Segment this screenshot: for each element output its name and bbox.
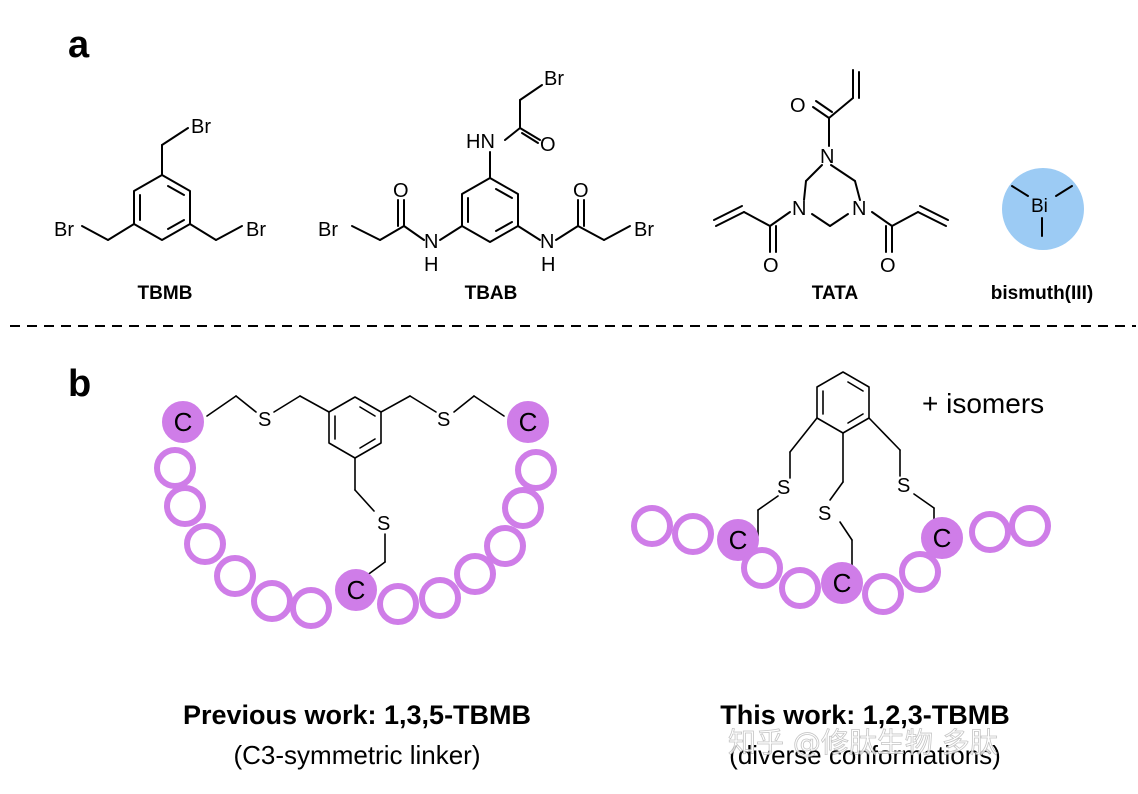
atom-o: O (880, 255, 896, 277)
atom-s: S (377, 513, 390, 535)
atom-br: Br (634, 219, 654, 241)
compound-name-tbmb: TBMB (138, 283, 193, 304)
atom-s: S (258, 409, 271, 431)
panel-b-label: b (68, 363, 91, 405)
atom-s: S (818, 503, 831, 525)
cysteine-residue (335, 569, 377, 611)
amino-acid-residue (419, 577, 461, 619)
amino-acid-residue (184, 523, 226, 565)
atom-h: H (424, 254, 438, 276)
atom-o: O (763, 255, 779, 277)
atom-br: Br (191, 116, 211, 138)
atom-o: O (790, 95, 806, 117)
atom-br: Br (246, 219, 266, 241)
cysteine-label: C (174, 407, 193, 437)
atom-hn: HN (466, 131, 495, 153)
cysteine-label: C (347, 575, 366, 605)
left-caption-title: Previous work: 1,3,5-TBMB (183, 700, 531, 730)
atom-n: N (792, 198, 806, 220)
right-linker-123-tbmb: S S S (757, 371, 935, 567)
right-caption-title: This work: 1,2,3-TBMB (720, 700, 1010, 730)
amino-acid-residue (377, 583, 419, 625)
atom-h: H (541, 254, 555, 276)
amino-acid-residue (779, 567, 821, 609)
atom-s: S (777, 477, 790, 499)
cysteine-residue (507, 401, 549, 443)
atom-br: Br (54, 219, 74, 241)
left-linker-135-tbmb: S S S (206, 395, 505, 577)
amino-acid-residue (214, 555, 256, 597)
amino-acid-residue (631, 505, 673, 547)
tbab-structure: HN O Br N H O Br N H O Br (318, 68, 654, 276)
tata-structure: N N N O O O (713, 69, 949, 277)
right-caption-subtitle: (diverse conformations) (729, 740, 1001, 770)
amino-acid-residue (154, 447, 196, 489)
cysteine-label: C (519, 407, 538, 437)
atom-bi: Bi (1031, 196, 1048, 217)
amino-acid-residue (899, 551, 941, 593)
atom-o: O (393, 180, 409, 202)
amino-acid-residue (1009, 505, 1051, 547)
watermark: 知乎 @修肽生物 多肽 (728, 726, 998, 759)
amino-acid-residue (164, 485, 206, 527)
isomers-note: + isomers (922, 388, 1044, 419)
amino-acid-residue (969, 511, 1011, 553)
atom-n: N (820, 146, 834, 168)
atom-s: S (897, 475, 910, 497)
atom-br: Br (544, 68, 564, 90)
cysteine-label: C (933, 523, 952, 553)
right-peptide-chain: C C C (631, 505, 1051, 615)
amino-acid-residue (454, 553, 496, 595)
tbmb-structure: Br Br Br (54, 116, 266, 241)
atom-n: N (852, 198, 866, 220)
panel-a-label: a (68, 24, 90, 66)
atom-o: O (573, 180, 589, 202)
cysteine-label: C (729, 525, 748, 555)
atom-s: S (437, 409, 450, 431)
amino-acid-residue (251, 580, 293, 622)
compound-name-bismuth: bismuth(III) (991, 283, 1093, 304)
amino-acid-residue (290, 587, 332, 629)
cysteine-residue (821, 562, 863, 604)
left-peptide-chain: C C C (154, 401, 557, 629)
bismuth-structure: Bi (1002, 168, 1084, 250)
cysteine-residue (921, 517, 963, 559)
left-caption-subtitle: (C3-symmetric linker) (234, 740, 481, 770)
compound-name-tbab: TBAB (465, 283, 518, 304)
cysteine-label: C (833, 568, 852, 598)
amino-acid-residue (862, 573, 904, 615)
atom-br: Br (318, 219, 338, 241)
amino-acid-residue (741, 547, 783, 589)
bismuth-circle (1002, 168, 1084, 250)
atom-n: N (424, 231, 438, 253)
amino-acid-residue (672, 513, 714, 555)
amino-acid-residue (515, 449, 557, 491)
compound-name-tata: TATA (812, 283, 859, 304)
atom-o: O (540, 134, 556, 156)
amino-acid-residue (484, 525, 526, 567)
amino-acid-residue (502, 487, 544, 529)
cysteine-residue (162, 401, 204, 443)
atom-n: N (540, 231, 554, 253)
cysteine-residue (717, 519, 759, 561)
